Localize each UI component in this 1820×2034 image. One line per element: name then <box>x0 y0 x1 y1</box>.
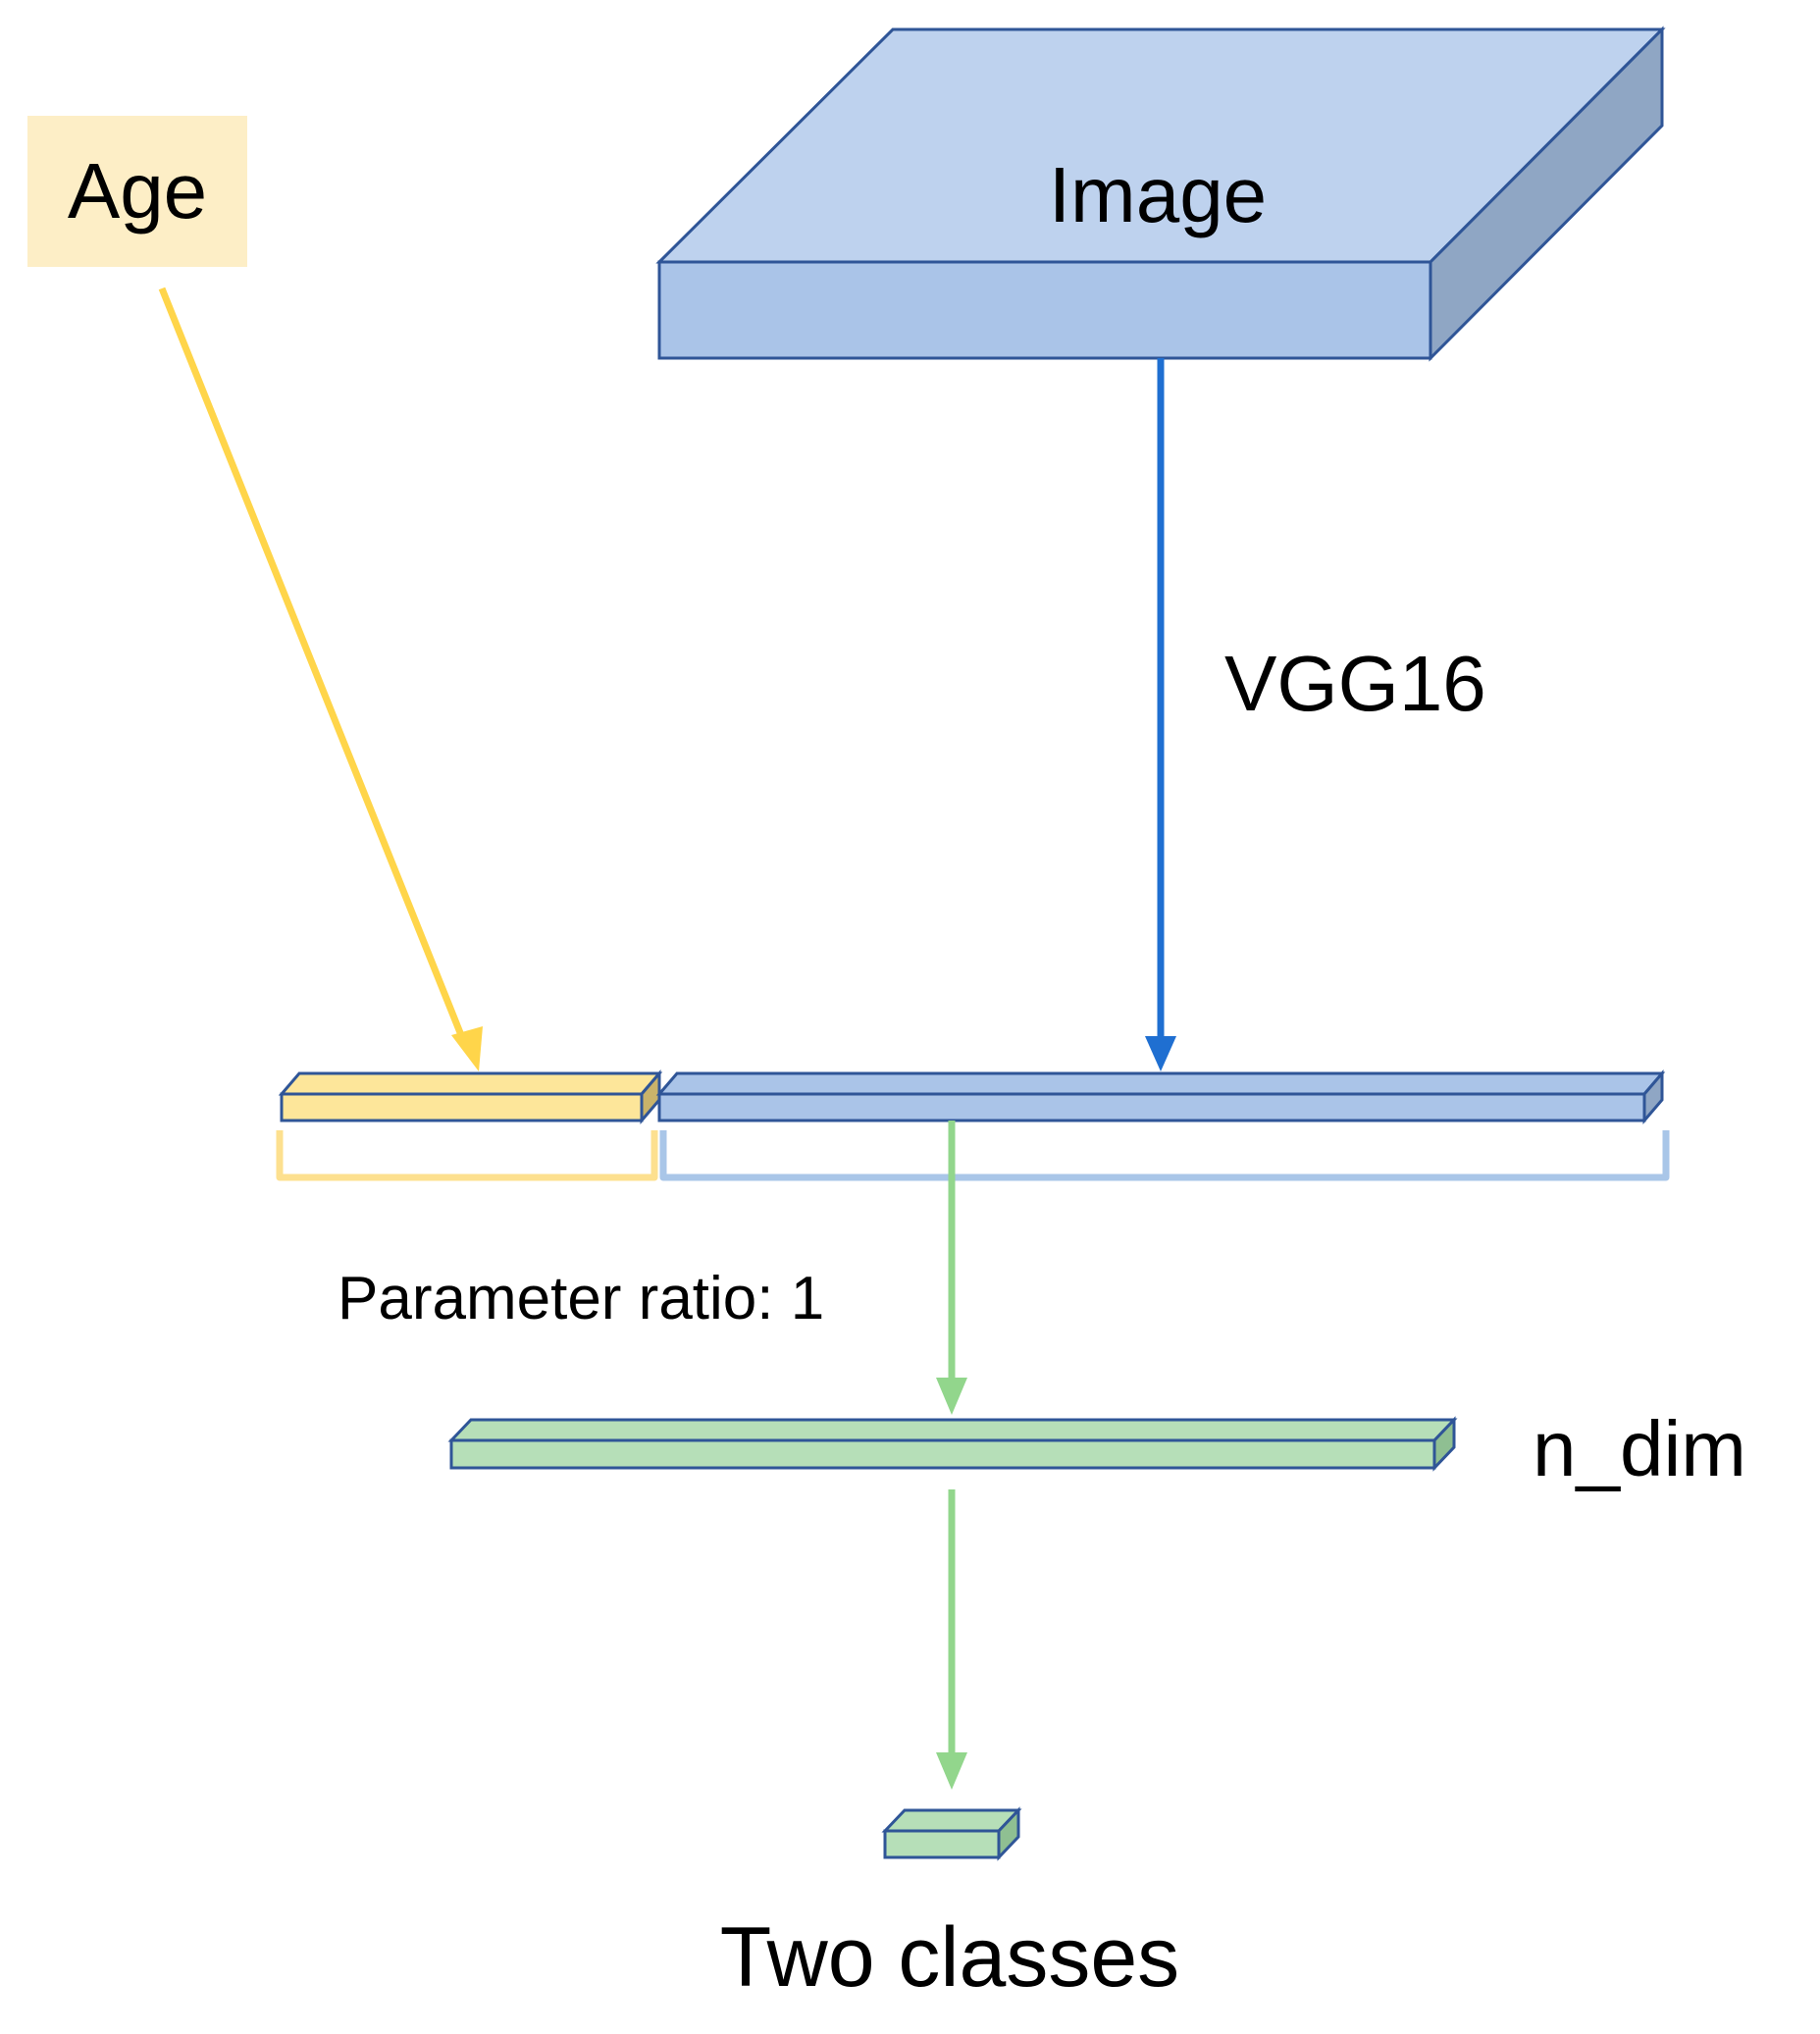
vgg16-label: VGG16 <box>1224 640 1486 727</box>
age-bracket <box>276 1130 658 1181</box>
parameter-ratio-label: Parameter ratio: 1 <box>338 1265 824 1332</box>
hidden-to-output-arrow <box>936 1489 967 1790</box>
output-box-front <box>883 1829 1001 1859</box>
age-arrow-line <box>158 287 467 1042</box>
image-bar-top <box>655 1071 1666 1096</box>
image-bar-front <box>657 1092 1646 1122</box>
two-classes-label: Two classes <box>720 1910 1179 2005</box>
features-to-hidden-arrow: Parameter ratio: 1 <box>338 1121 967 1415</box>
image-slab-front <box>657 260 1432 360</box>
age-feature-bar <box>278 1069 663 1125</box>
age-arrow <box>158 287 483 1071</box>
age-input-node: Age <box>27 116 247 267</box>
hidden-bar-front <box>449 1438 1436 1470</box>
output-layer: Two classes <box>720 1806 1179 2005</box>
vgg16-arrow-head <box>1145 1036 1176 1071</box>
vgg16-arrow: VGG16 <box>1145 358 1486 1071</box>
age-input-box <box>27 116 247 267</box>
image-feature-bar <box>655 1069 1666 1125</box>
image-input-label: Image <box>1049 151 1267 238</box>
hidden-layer-bar: n_dim <box>447 1405 1746 1492</box>
image-input-node: Image <box>655 26 1666 362</box>
hidden-arrow-head <box>936 1378 967 1415</box>
image-bracket <box>659 1130 1670 1181</box>
output-box-top <box>881 1808 1022 1833</box>
output-arrow-head <box>936 1752 967 1790</box>
age-bar-front <box>280 1092 644 1122</box>
age-bar-top <box>278 1071 663 1096</box>
n-dim-label: n_dim <box>1533 1405 1746 1492</box>
hidden-bar-top <box>447 1418 1458 1442</box>
age-arrow-head <box>451 1026 483 1071</box>
age-input-label: Age <box>68 147 207 235</box>
